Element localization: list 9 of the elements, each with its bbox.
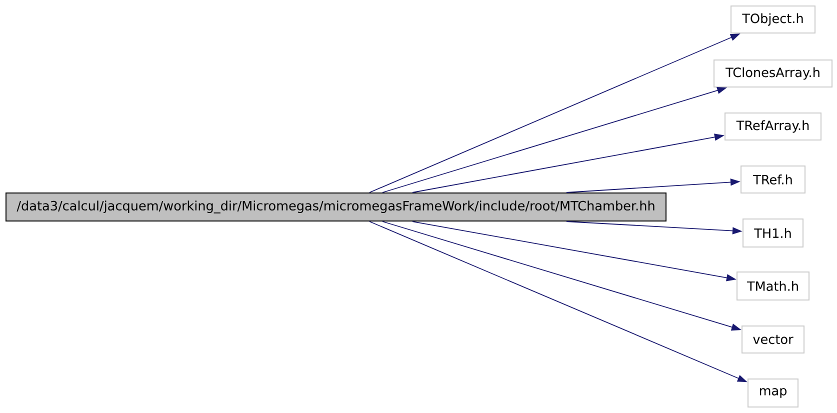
file-box: TClonesArray.h	[714, 60, 832, 88]
file-box: TMath.h	[736, 272, 810, 300]
file-box: /data3/calcul/jacquem/working_dir/Micromegas/micromegasFrameWork/include/root/MTChamber.hh	[6, 192, 666, 222]
file-box: TObject.h	[730, 6, 816, 34]
file-box: map	[748, 378, 798, 408]
file-box: TRefArray.h	[724, 112, 822, 140]
file-box: vector	[742, 326, 804, 354]
file-box: TH1.h	[742, 218, 804, 248]
file-box: TRef.h	[740, 166, 806, 194]
